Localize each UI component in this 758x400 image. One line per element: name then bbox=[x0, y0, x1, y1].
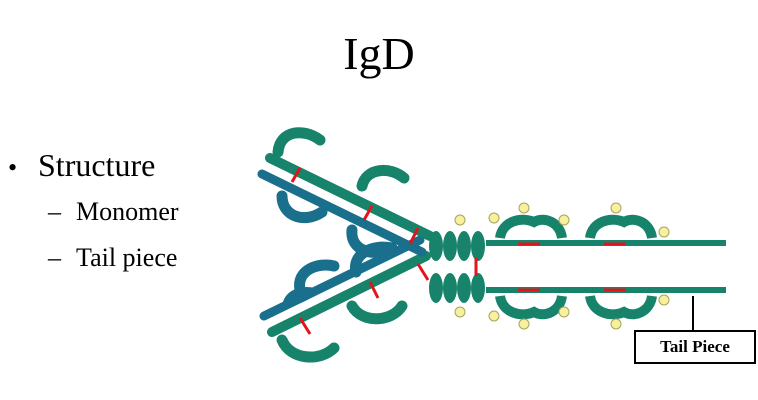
tail-piece-callout-label: Tail Piece bbox=[634, 330, 756, 364]
bullet-structure: • Structure bbox=[8, 146, 155, 187]
upper-fab-arm bbox=[257, 127, 435, 258]
carbohydrate-groups bbox=[454, 202, 670, 330]
subbullet-tail-piece: –Tail piece bbox=[48, 242, 177, 274]
dash-marker: – bbox=[48, 197, 61, 226]
hinge-region bbox=[429, 231, 485, 303]
bullet-structure-text: Structure bbox=[38, 147, 156, 183]
slide-title: IgD bbox=[343, 28, 415, 79]
dash-marker: – bbox=[48, 243, 61, 272]
fc-region bbox=[486, 214, 726, 320]
subbullet-monomer-text: Monomer bbox=[76, 197, 179, 226]
bullet-dot: • bbox=[8, 153, 18, 182]
lower-fab-arm bbox=[259, 235, 431, 363]
subbullet-tail-piece-text: Tail piece bbox=[76, 243, 178, 272]
subbullet-monomer: –Monomer bbox=[48, 196, 179, 228]
